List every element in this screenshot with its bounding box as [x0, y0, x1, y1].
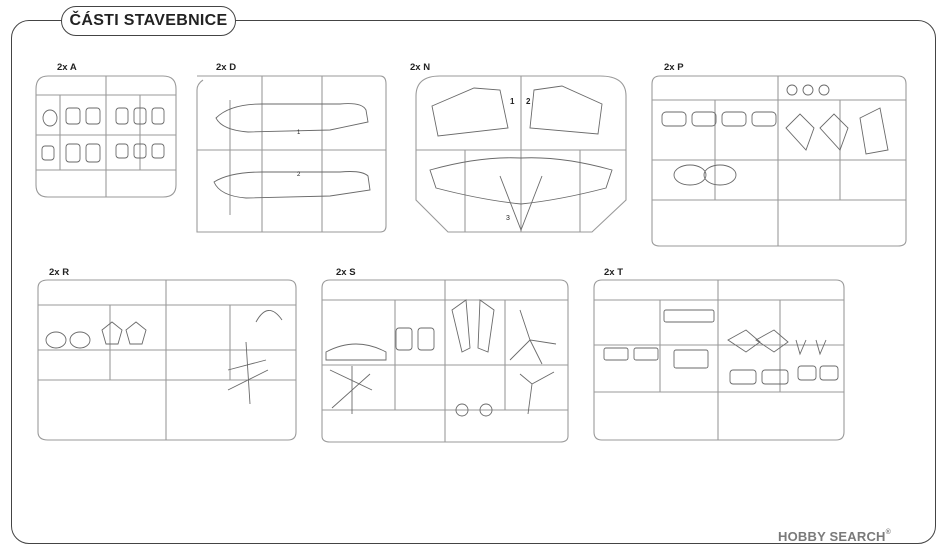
watermark-mark: ®	[885, 529, 891, 536]
part-number: 1	[510, 97, 515, 106]
sprue-frame-p	[651, 75, 907, 247]
sprue-label-a: 2x A	[57, 62, 77, 73]
sprue-label-s: 2x S	[336, 267, 356, 278]
watermark-text: HOBBY SEARCH	[778, 529, 886, 544]
part-number: 2	[297, 172, 301, 178]
sprue-frame-n	[415, 75, 627, 233]
wing-upper-right	[529, 85, 603, 135]
part-number: 3	[506, 215, 510, 222]
sprue-label-p: 2x P	[664, 62, 684, 73]
sprue-label-t: 2x T	[604, 267, 624, 278]
page-frame	[11, 20, 936, 544]
sprue-label-n: 2x N	[410, 62, 431, 73]
fuselage-half-lower	[213, 171, 371, 199]
sprue-frame-s	[321, 279, 569, 443]
wing-upper-left	[431, 87, 509, 137]
page-title: ČÁSTI STAVEBNICE	[69, 12, 228, 29]
watermark: HOBBY SEARCH®	[778, 529, 891, 544]
part-number: 2	[526, 97, 531, 106]
sprue-frame-r	[37, 279, 297, 441]
sprue-frame-d	[196, 75, 387, 233]
sprue-frame-t	[593, 279, 845, 441]
sprue-label-d: 2x D	[216, 62, 237, 73]
wing-lower	[429, 157, 613, 205]
fuselage-half-upper	[215, 103, 369, 133]
part-number: 1	[297, 130, 301, 136]
sprue-frame-a	[35, 75, 177, 198]
page-title-box: ČÁSTI STAVEBNICE	[61, 6, 236, 36]
sprue-label-r: 2x R	[49, 267, 70, 278]
